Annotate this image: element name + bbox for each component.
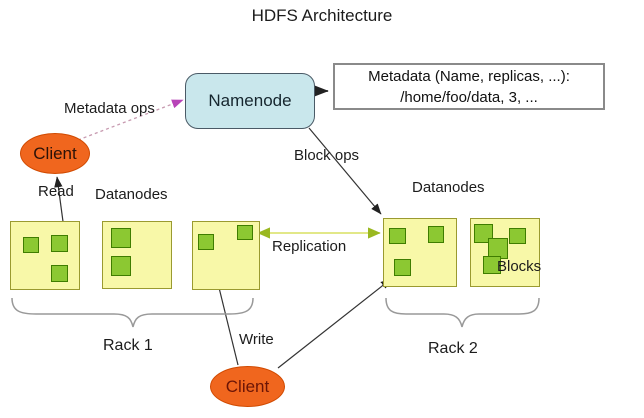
rack1-brace (11, 297, 254, 328)
block-ops-arrow (308, 127, 382, 215)
namenode-box: Namenode (185, 73, 315, 129)
replication-label: Replication (272, 238, 347, 255)
datanode-rack1-1 (10, 221, 80, 290)
datanodes-right-label: Datanodes (412, 179, 485, 196)
datanode-rack2-2 (470, 218, 540, 287)
client-ellipse-bottom: Client (210, 366, 285, 407)
block-icon (51, 265, 68, 282)
block-icon (509, 228, 526, 244)
block-icon (483, 256, 501, 274)
metadata-note-box: Metadata (Name, replicas, ...): /home/fo… (333, 63, 605, 110)
namenode-label: Namenode (208, 91, 292, 110)
datanodes-left-label: Datanodes (95, 186, 168, 203)
block-icon (389, 228, 406, 244)
read-label: Read (38, 183, 74, 200)
metadata-ops-label: Metadata ops (64, 100, 155, 117)
blocks-label: Blocks (497, 258, 542, 275)
block-icon (51, 235, 68, 252)
client-top-label: Client (33, 143, 77, 163)
datanode-rack1-3 (192, 221, 260, 290)
client-ellipse-top: Client (20, 133, 90, 174)
metadata-note-line1: Metadata (Name, replicas, ...): (368, 67, 570, 85)
datanode-rack1-2 (102, 221, 172, 289)
block-icon (237, 225, 253, 240)
block-icon (394, 259, 411, 276)
rack2-label: Rack 2 (428, 340, 478, 357)
rack1-label: Rack 1 (103, 337, 153, 354)
block-ops-label: Block ops (294, 147, 360, 164)
write-arrow-rack2 (277, 278, 392, 369)
block-icon (111, 228, 131, 248)
block-icon (111, 256, 131, 276)
block-icon (428, 226, 444, 243)
write-label: Write (239, 331, 274, 348)
metadata-note-line2: /home/foo/data, 3, ... (400, 88, 538, 106)
client-bottom-label: Client (225, 376, 270, 396)
rack2-brace (385, 297, 540, 328)
diagram-title: HDFS Architecture (251, 6, 393, 25)
block-icon (198, 234, 214, 250)
datanode-rack2-1 (383, 218, 457, 287)
block-icon (23, 237, 39, 253)
